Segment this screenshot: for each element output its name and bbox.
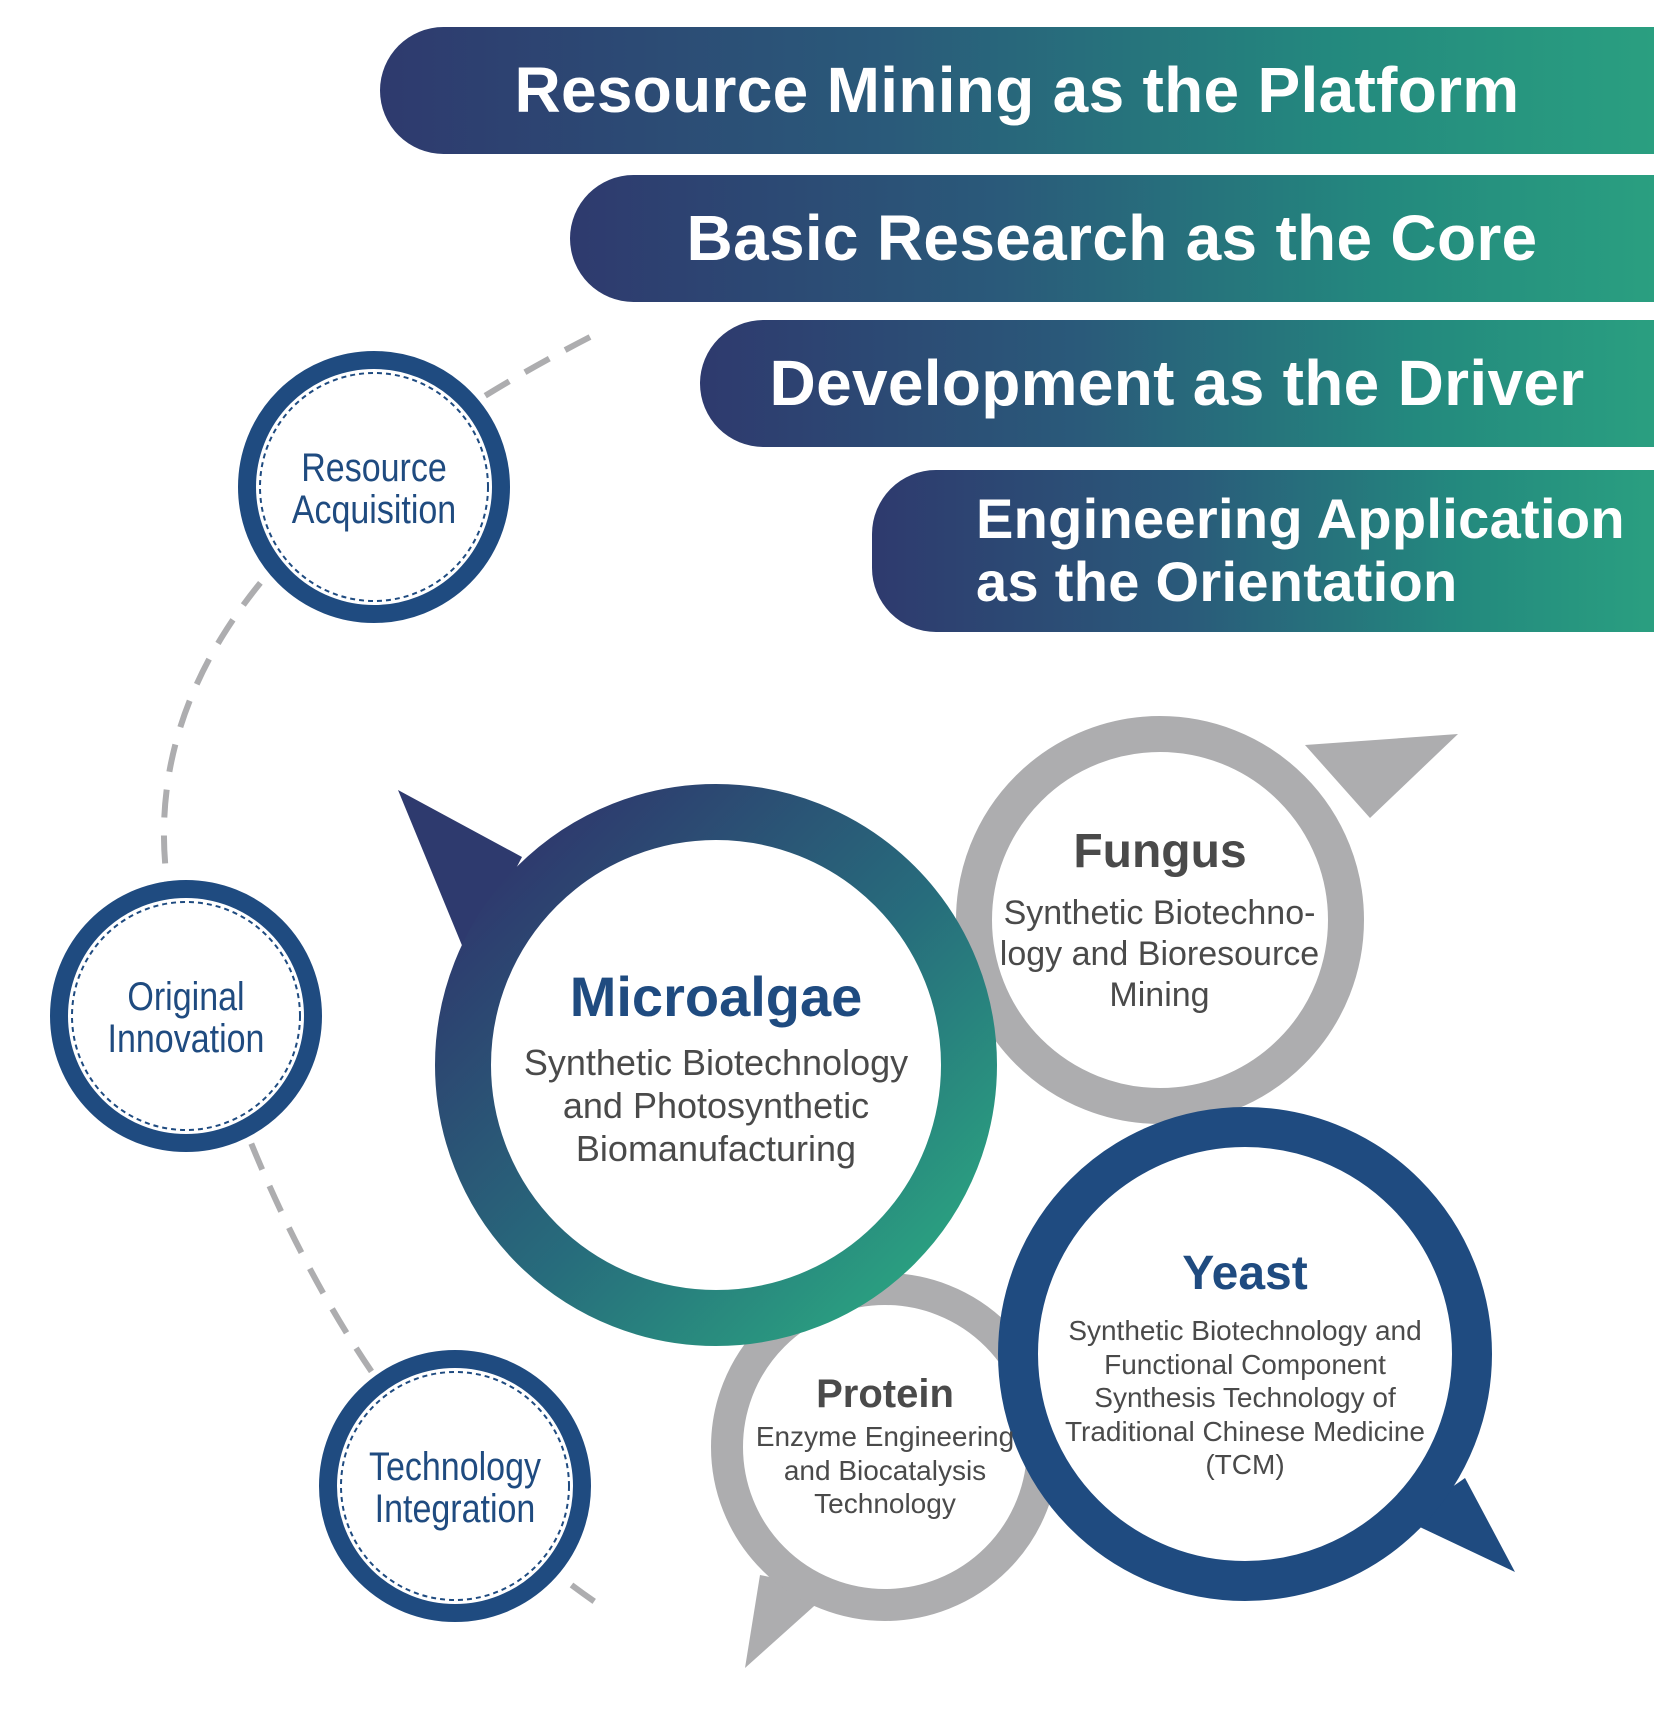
banner-label: Basic Research as the Core <box>686 201 1538 274</box>
fungus-bubble <box>956 716 1458 1124</box>
protein-title: Protein <box>816 1372 954 1416</box>
yeast-title: Yeast <box>1182 1247 1308 1300</box>
original-innovation-label: Original Innovation <box>107 975 265 1061</box>
protein-description: Enzyme Engineering and Biocatalysis Tech… <box>755 1421 1015 1520</box>
microalgae-title: Microalgae <box>569 965 863 1028</box>
original-innovation-node <box>50 880 322 1152</box>
fungus-description: Synthetic Biotechno- logy and Bioresourc… <box>999 894 1320 1014</box>
technology-integration-node <box>319 1350 591 1622</box>
banner-development: Development as the Driver <box>700 320 1654 447</box>
banner-engineering-application: Engineering Application as the Orientati… <box>872 470 1654 632</box>
banner-label: Resource Mining as the Platform <box>514 53 1520 126</box>
yeast-description: Synthetic Biotechnology and Functional C… <box>1064 1315 1426 1481</box>
resource-acquisition-label: Resource Acquisition <box>291 446 457 532</box>
fungus-title: Fungus <box>1073 825 1247 878</box>
technology-integration-label: Technology Integration <box>368 1445 542 1531</box>
banner-resource-mining: Resource Mining as the Platform <box>380 27 1654 154</box>
yeast-bubble <box>998 1107 1515 1601</box>
banner-label: Engineering Application as the Orientati… <box>976 487 1625 613</box>
microalgae-description: Synthetic Biotechnology and Photosynthet… <box>523 1042 909 1170</box>
resource-acquisition-node <box>238 351 510 623</box>
banner-label: Development as the Driver <box>769 346 1585 419</box>
banner-basic-research: Basic Research as the Core <box>570 175 1654 302</box>
microalgae-bubble <box>398 784 997 1346</box>
